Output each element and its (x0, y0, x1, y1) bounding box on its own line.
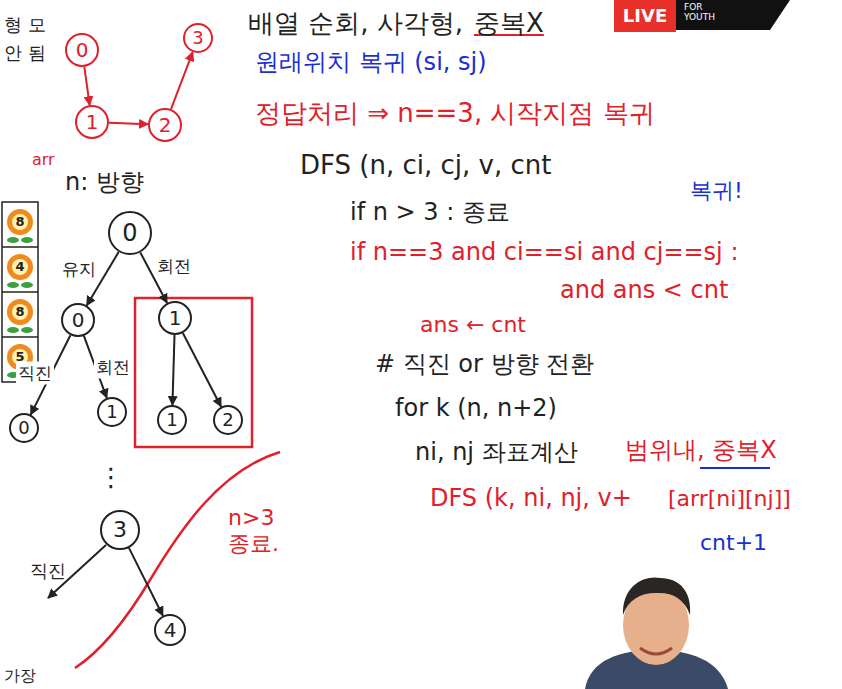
number-circle: 0 (65, 33, 99, 67)
margin-note: 형 모 (4, 14, 46, 36)
arrow-connector (84, 67, 89, 105)
note: 범위내, 중복X (625, 436, 777, 465)
note: n: 방향 (65, 168, 144, 197)
edge-label: 직진 (16, 361, 54, 384)
number-circle: 3 (100, 510, 140, 550)
number-circle: 3 (183, 23, 213, 53)
node-number: 3 (192, 29, 203, 47)
underline (700, 467, 770, 469)
number-circle: 1 (75, 105, 109, 139)
number-circle: 0 (9, 413, 39, 443)
note: n>3 종료. (228, 505, 290, 558)
code-line: ni, nj 좌표계산 (415, 438, 578, 467)
cell-value: 8 (15, 214, 24, 230)
number-circle: 2 (148, 108, 182, 142)
note: 원래위치 복귀 (si, sj) (255, 48, 487, 77)
live-badge (614, 0, 676, 32)
node-number: 0 (76, 40, 89, 60)
cell-value: 8 (15, 304, 24, 320)
badge-text: FOR YOUTH (684, 3, 724, 23)
arrow-connector (172, 335, 174, 405)
arrow-connector (109, 123, 148, 125)
number-circle: 1 (158, 301, 192, 335)
node-number: 0 (18, 419, 29, 437)
edge-label: 유지 (60, 257, 98, 280)
margin-note: 가장 (4, 666, 36, 685)
code-line: ans ← cnt (420, 312, 526, 338)
code-line: if n==3 and ci==si and cj==sj : (350, 238, 739, 267)
node-number: 1 (166, 411, 177, 429)
node-number: 2 (222, 411, 233, 429)
code-line: DFS (n, ci, cj, v, cnt (300, 150, 551, 181)
node-number: 1 (169, 308, 182, 328)
array-name: arr (32, 150, 55, 169)
number-circle: 1 (97, 397, 127, 427)
code-line: cnt+1 (700, 530, 767, 556)
number-circle: 0 (108, 211, 152, 255)
arrow-connector (183, 333, 221, 407)
presenter (585, 577, 728, 689)
code-line: # 직진 or 방향 전환 (375, 350, 594, 379)
number-circle: 4 (154, 614, 186, 646)
number-circle: 1 (157, 405, 187, 435)
cell-value: 4 (15, 259, 24, 275)
edge-label: 회전 (94, 355, 132, 378)
arrow-connector (129, 548, 163, 616)
note: 정답처리 ⇒ n==3, 시작지점 복귀 (255, 98, 655, 129)
code-line: for k (n, n+2) (395, 394, 557, 423)
cutoff-curve (75, 452, 280, 668)
node-number: 1 (106, 403, 117, 421)
heading-note: 배열 순회, 사각형, (248, 8, 463, 39)
badge-text: LIVE (623, 5, 667, 27)
node-number: 1 (86, 112, 99, 132)
brand-badge (676, 0, 790, 30)
arrow-connector (171, 52, 193, 109)
node-number: 0 (122, 221, 137, 245)
node-number: 4 (164, 620, 177, 640)
highlight-box (135, 298, 252, 447)
heading-note: 중복X (474, 8, 544, 39)
code-line: [arr[ni][nj]] (668, 486, 791, 512)
ellipsis: ⋮ (98, 462, 124, 493)
code-line: DFS (k, ni, nj, v+ (430, 484, 632, 513)
margin-note: 안 됨 (4, 42, 46, 64)
edge-label: 회전 (155, 254, 193, 277)
note: 복귀! (690, 178, 743, 204)
code-line: if n > 3 : 종료 (350, 198, 510, 227)
number-circle: 0 (61, 303, 95, 337)
node-number: 0 (72, 310, 85, 330)
edge-note: 직진 (30, 560, 66, 582)
node-number: 3 (113, 519, 127, 541)
flower-table (2, 202, 38, 382)
node-number: 2 (159, 115, 172, 135)
number-circle: 2 (213, 405, 243, 435)
code-line: and ans < cnt (560, 276, 728, 305)
